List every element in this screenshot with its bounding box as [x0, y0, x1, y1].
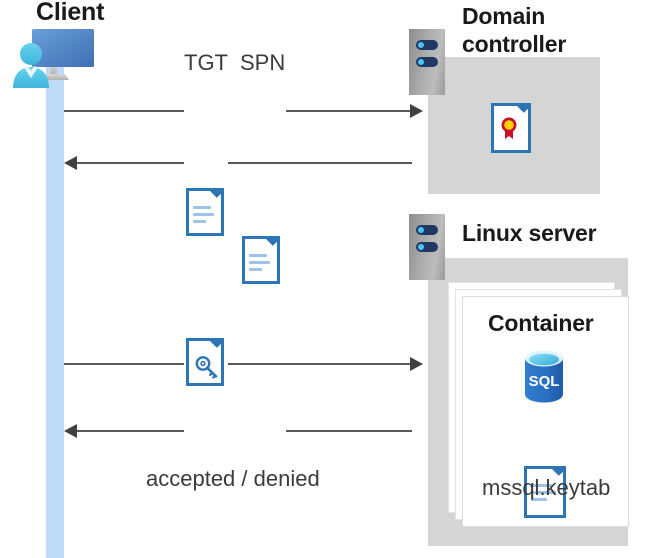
tgt-label: TGT [184, 50, 228, 75]
tgt-document-icon [186, 188, 224, 236]
message-4-line-left [77, 430, 184, 432]
message-2-line-left [77, 162, 184, 164]
service-ticket-key-icon-1 [186, 338, 224, 386]
container-title: Container [488, 310, 594, 336]
message-2-line-right [228, 162, 412, 164]
key-glyph [195, 356, 218, 379]
message-2-arrowhead [64, 156, 77, 170]
domain-controller-title-line2: controller [462, 31, 567, 57]
accepted-denied-caption: accepted / denied [146, 466, 320, 491]
client-workstation-icon [8, 22, 100, 90]
message-1-line-right [286, 110, 411, 112]
message-3-arrowhead [410, 357, 423, 371]
message-4-line-right [286, 430, 412, 432]
message-1-line-left [64, 110, 184, 112]
client-lifeline [46, 62, 64, 558]
certificate-ribbon-glyph [501, 117, 517, 139]
sql-label: SQL [529, 373, 560, 390]
keytab-filename-label: mssql.keytab [482, 475, 611, 500]
spn-label: SPN [240, 50, 286, 75]
keytab-document-icon [524, 466, 566, 518]
message-3-line-right [228, 363, 411, 365]
client-title: Client [36, 0, 105, 26]
linux-server-title: Linux server [462, 220, 597, 246]
linux-server-rack-icon [409, 214, 445, 280]
sql-database-icon: SQL [521, 349, 567, 403]
domain-controller-server-rack-icon [409, 29, 445, 95]
message-3-line-left [64, 363, 184, 365]
message-1-arrowhead [410, 104, 423, 118]
spn-document-icon [242, 236, 280, 284]
domain-controller-title: Domain controller [462, 2, 622, 58]
message-4-arrowhead [64, 424, 77, 438]
certificate-document-icon [491, 103, 531, 153]
domain-controller-title-line1: Domain [462, 3, 546, 29]
